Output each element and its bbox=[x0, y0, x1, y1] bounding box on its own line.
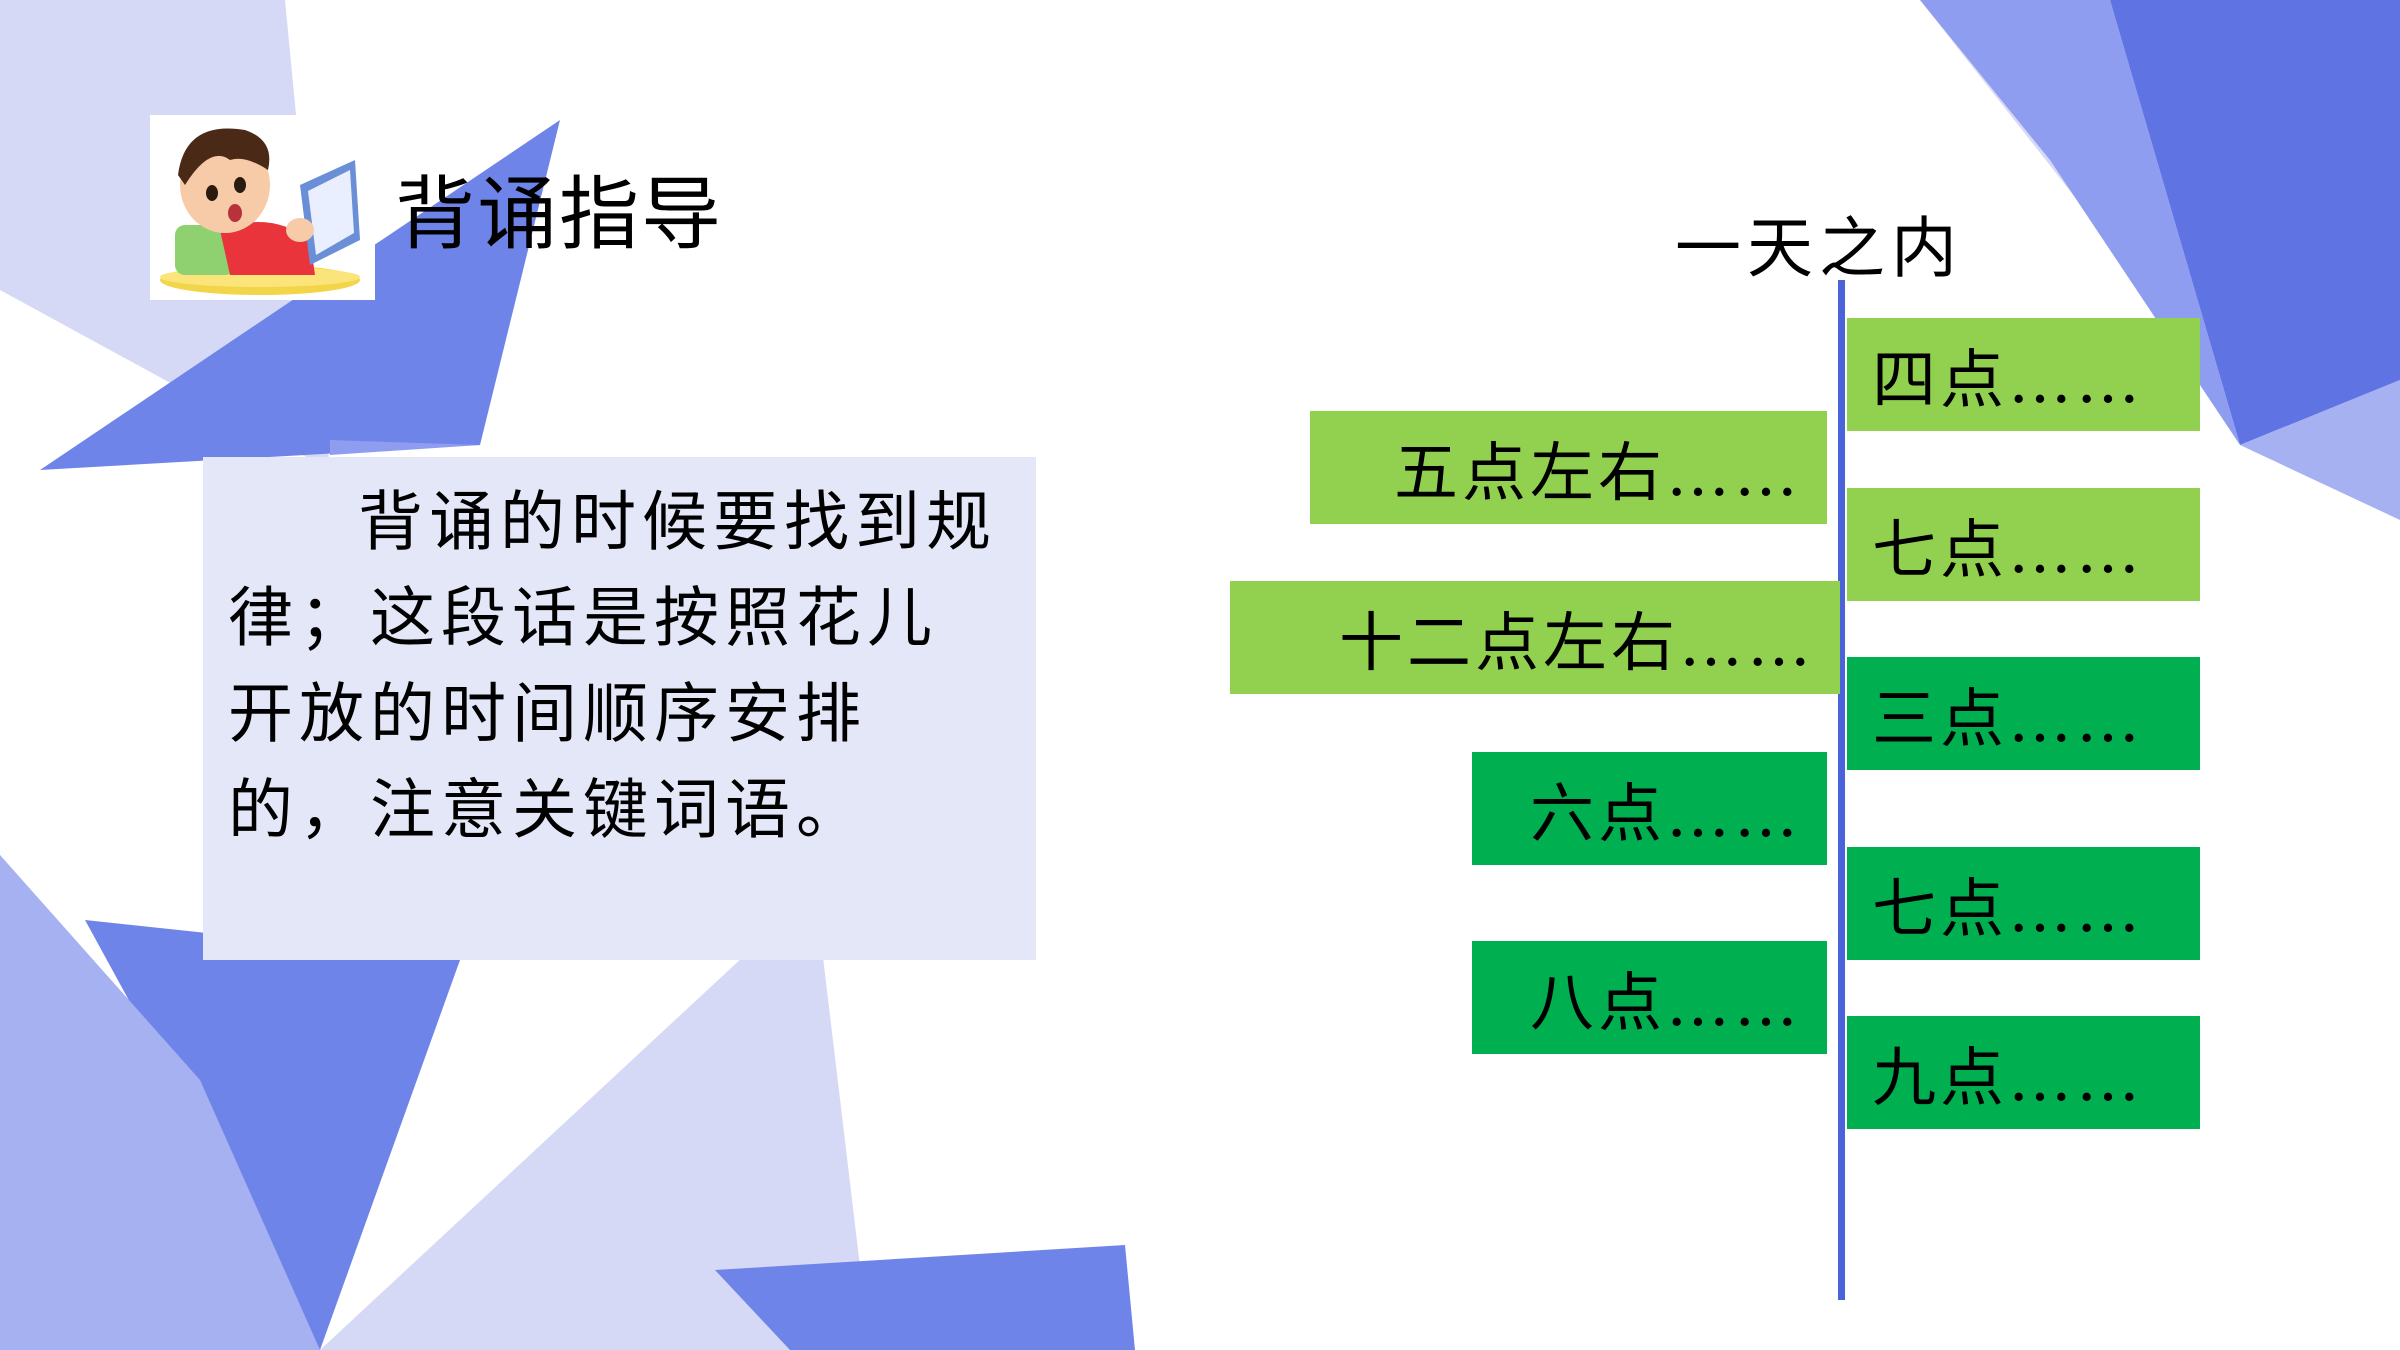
time-label-right: 四点…… bbox=[1847, 318, 2200, 431]
time-label-left: 十二点左右…… bbox=[1230, 581, 1840, 694]
recitation-guide-panel: 背诵的时候要找到规律；这段话是按照花儿开放的时间顺序安排的，注意关键词语。 bbox=[203, 457, 1036, 960]
time-label-left: 五点左右…… bbox=[1310, 411, 1827, 524]
time-label-right: 七点…… bbox=[1847, 847, 2200, 960]
section-header: 背诵指导 bbox=[150, 115, 723, 300]
page-title: 背诵指导 bbox=[395, 167, 723, 261]
time-label-left: 六点…… bbox=[1472, 752, 1827, 865]
time-label-right: 七点…… bbox=[1847, 488, 2200, 601]
time-label-right: 三点…… bbox=[1847, 657, 2200, 770]
time-label-left: 八点…… bbox=[1472, 941, 1827, 1054]
timeline-title: 一天之内 bbox=[1675, 210, 1963, 287]
recitation-guide-text: 背诵的时候要找到规律；这段话是按照花儿开放的时间顺序安排的，注意关键词语。 bbox=[228, 485, 998, 848]
timeline-axis bbox=[1838, 280, 1845, 1300]
boy-reading-icon bbox=[150, 115, 375, 300]
time-label-right: 九点…… bbox=[1847, 1016, 2200, 1129]
